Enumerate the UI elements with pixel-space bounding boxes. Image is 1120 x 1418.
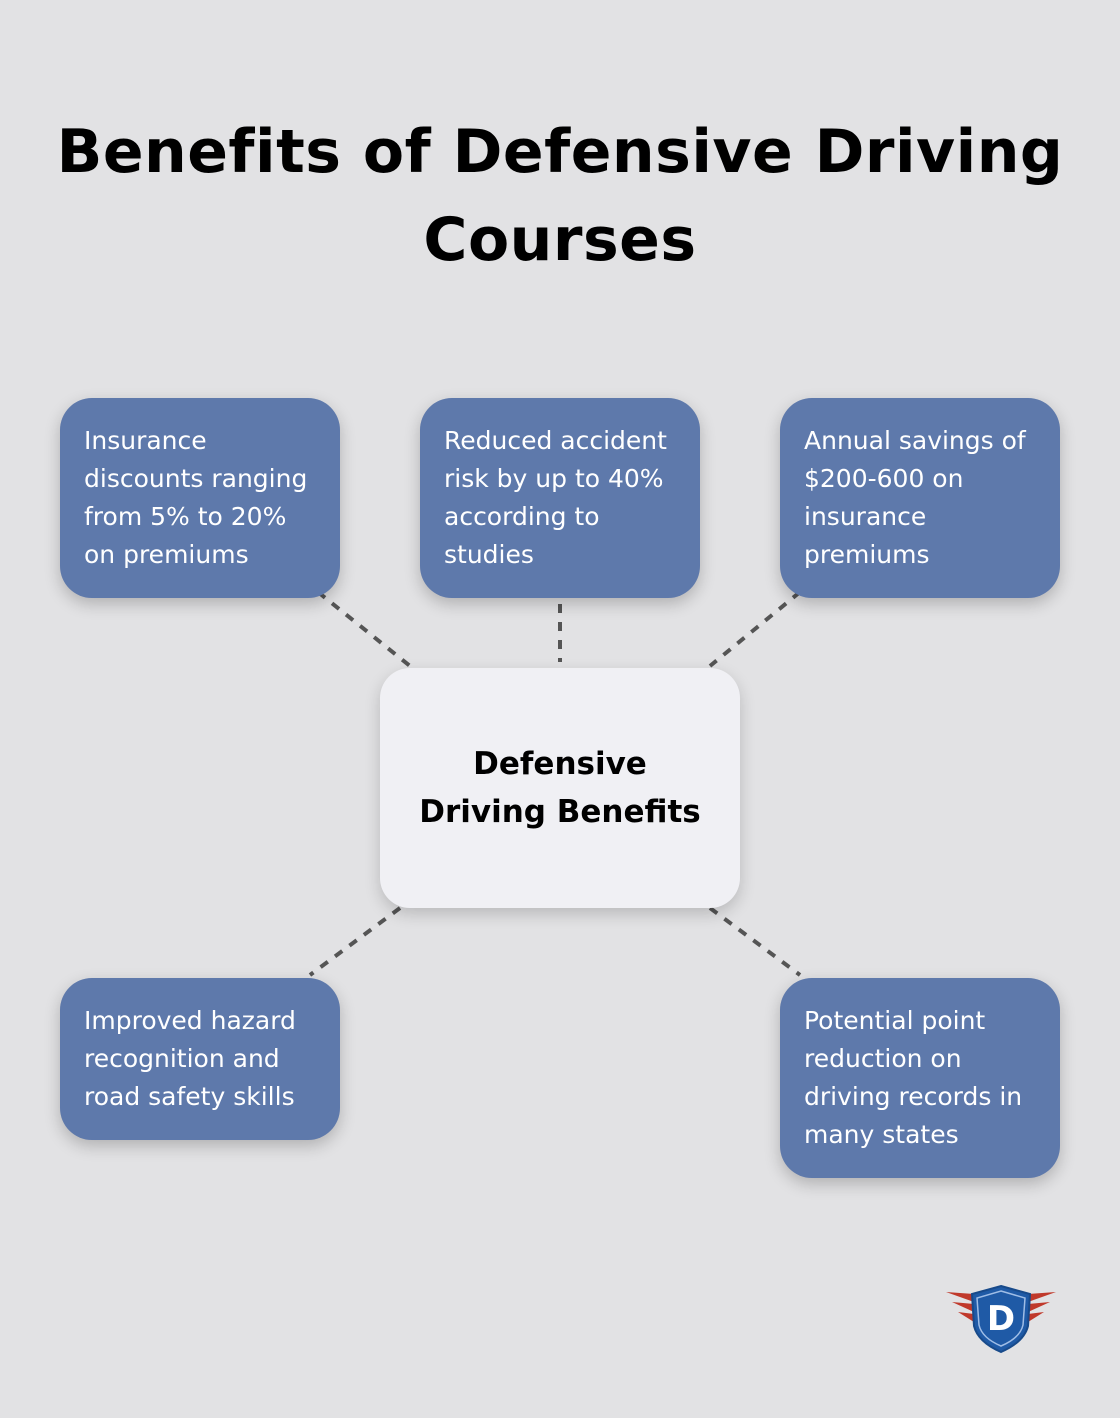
benefit-text: Potential point reduction on driving rec… <box>804 1006 1023 1149</box>
connector-top-left <box>316 590 412 668</box>
benefit-box-hazard-recognition: Improved hazard recognition and road saf… <box>60 978 340 1140</box>
connector-bottom-right <box>708 906 802 977</box>
benefit-text: Insurance discounts ranging from 5% to 2… <box>84 426 308 569</box>
benefit-box-insurance-discounts: Insurance discounts ranging from 5% to 2… <box>60 398 340 598</box>
benefit-text: Reduced accident risk by up to 40% accor… <box>444 426 667 569</box>
page-title: Benefits of Defensive Driving Courses <box>56 117 1064 275</box>
connector-bottom-left <box>308 906 402 977</box>
benefit-box-reduced-risk: Reduced accident risk by up to 40% accor… <box>420 398 700 598</box>
center-label: Defensive Driving Benefits <box>419 746 701 830</box>
benefit-text: Annual savings of $200-600 on insurance … <box>804 426 1026 569</box>
connector-top-right <box>708 590 802 668</box>
logo-letter: D <box>987 1299 1015 1339</box>
center-node: Defensive Driving Benefits <box>380 668 740 908</box>
benefit-text: Improved hazard recognition and road saf… <box>84 1006 296 1111</box>
benefit-box-point-reduction: Potential point reduction on driving rec… <box>780 978 1060 1178</box>
benefit-box-annual-savings: Annual savings of $200-600 on insurance … <box>780 398 1060 598</box>
shield-logo-icon: D <box>946 1284 1056 1354</box>
